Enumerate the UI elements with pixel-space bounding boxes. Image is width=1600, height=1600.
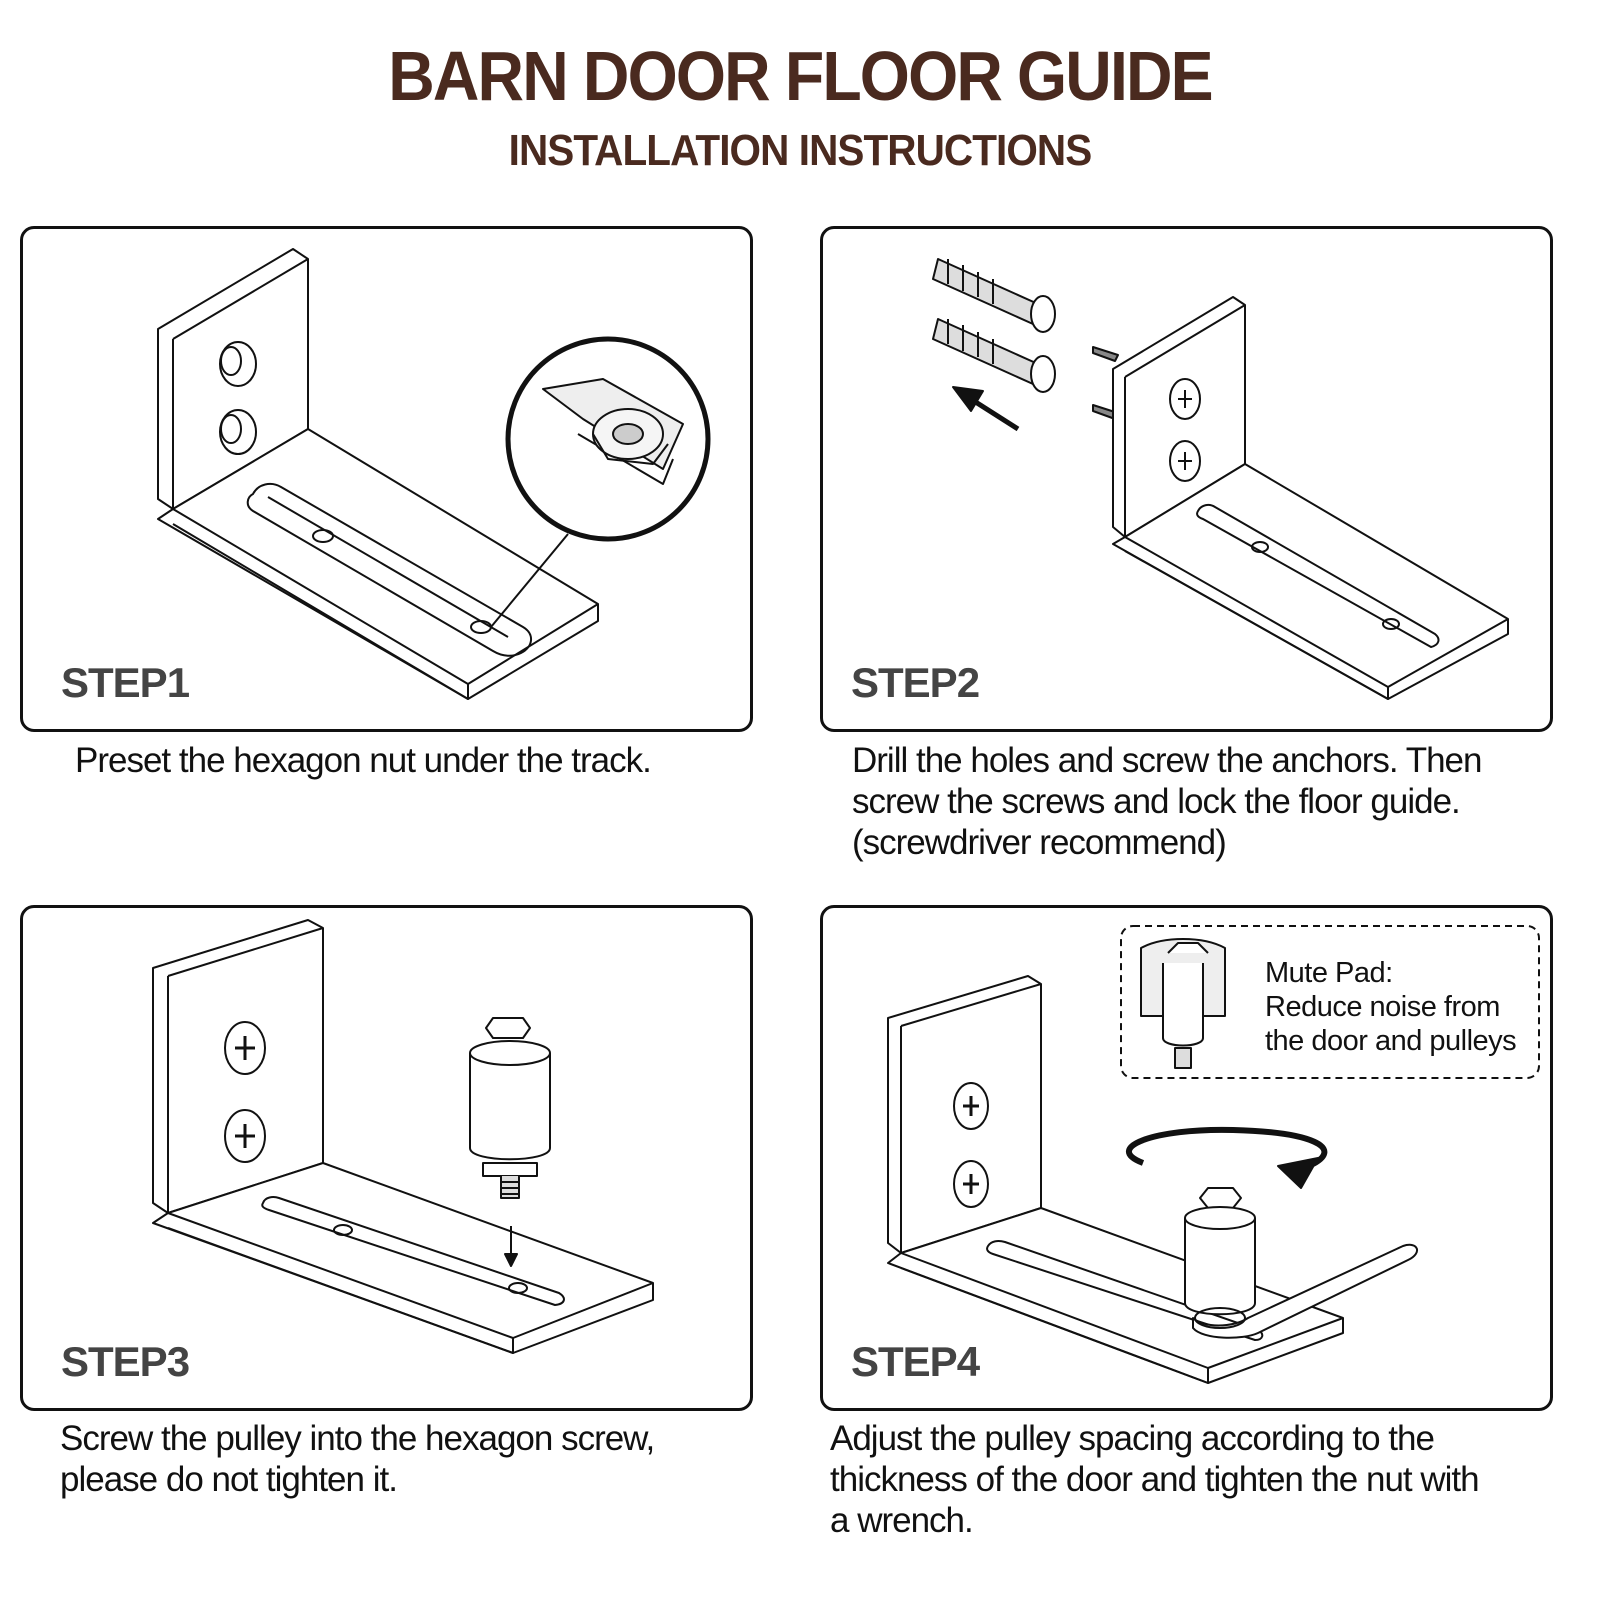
step2-caption: Drill the holes and screw the anchors. T…: [852, 740, 1482, 863]
mute-pad-note: Mute Pad: Reduce noise from the door and…: [1265, 956, 1517, 1058]
step4-adjust-illustration: [887, 925, 1540, 1384]
step3-pulley-illustration: [152, 919, 654, 1354]
step2-caption-line: screw the screws and lock the floor guid…: [852, 782, 1461, 821]
step3-panel: STEP3: [20, 905, 753, 1411]
step1-label: STEP1: [61, 659, 190, 706]
step1-bracket-illustration: [157, 248, 711, 700]
mute-pad-line: Mute Pad:: [1265, 957, 1393, 989]
mute-pad-line: the door and pulleys: [1265, 1025, 1517, 1057]
step2-panel: STEP2: [820, 226, 1553, 732]
step2-caption-line: Drill the holes and screw the anchors. T…: [852, 741, 1482, 780]
step1-caption-line: Preset the hexagon nut under the track.: [75, 741, 652, 780]
step1-caption: Preset the hexagon nut under the track.: [75, 740, 652, 781]
step3-caption: Screw the pulley into the hexagon screw,…: [60, 1418, 655, 1500]
page-subtitle: INSTALLATION INSTRUCTIONS: [508, 126, 1093, 175]
mute-pad-line: Reduce noise from: [1265, 991, 1500, 1023]
step4-panel: Mute Pad: Reduce noise from the door and…: [820, 905, 1553, 1411]
step2-caption-line: (screwdriver recommend): [852, 823, 1227, 862]
step3-caption-line: please do not tighten it.: [60, 1460, 398, 1499]
step4-caption: Adjust the pulley spacing according to t…: [830, 1418, 1480, 1541]
step4-label: STEP4: [851, 1338, 980, 1385]
step2-label: STEP2: [851, 659, 980, 706]
step2-anchors-illustration: [932, 258, 1509, 700]
step1-panel: STEP1: [20, 226, 753, 732]
page-title: BARN DOOR FLOOR GUIDE: [388, 37, 1213, 115]
step4-caption-line: Adjust the pulley spacing according to t…: [830, 1419, 1435, 1458]
step3-caption-line: Screw the pulley into the hexagon screw,: [60, 1419, 655, 1458]
step3-label: STEP3: [61, 1338, 190, 1385]
step4-caption-line: a wrench.: [830, 1501, 974, 1540]
step4-caption-line: thickness of the door and tighten the nu…: [830, 1460, 1480, 1499]
